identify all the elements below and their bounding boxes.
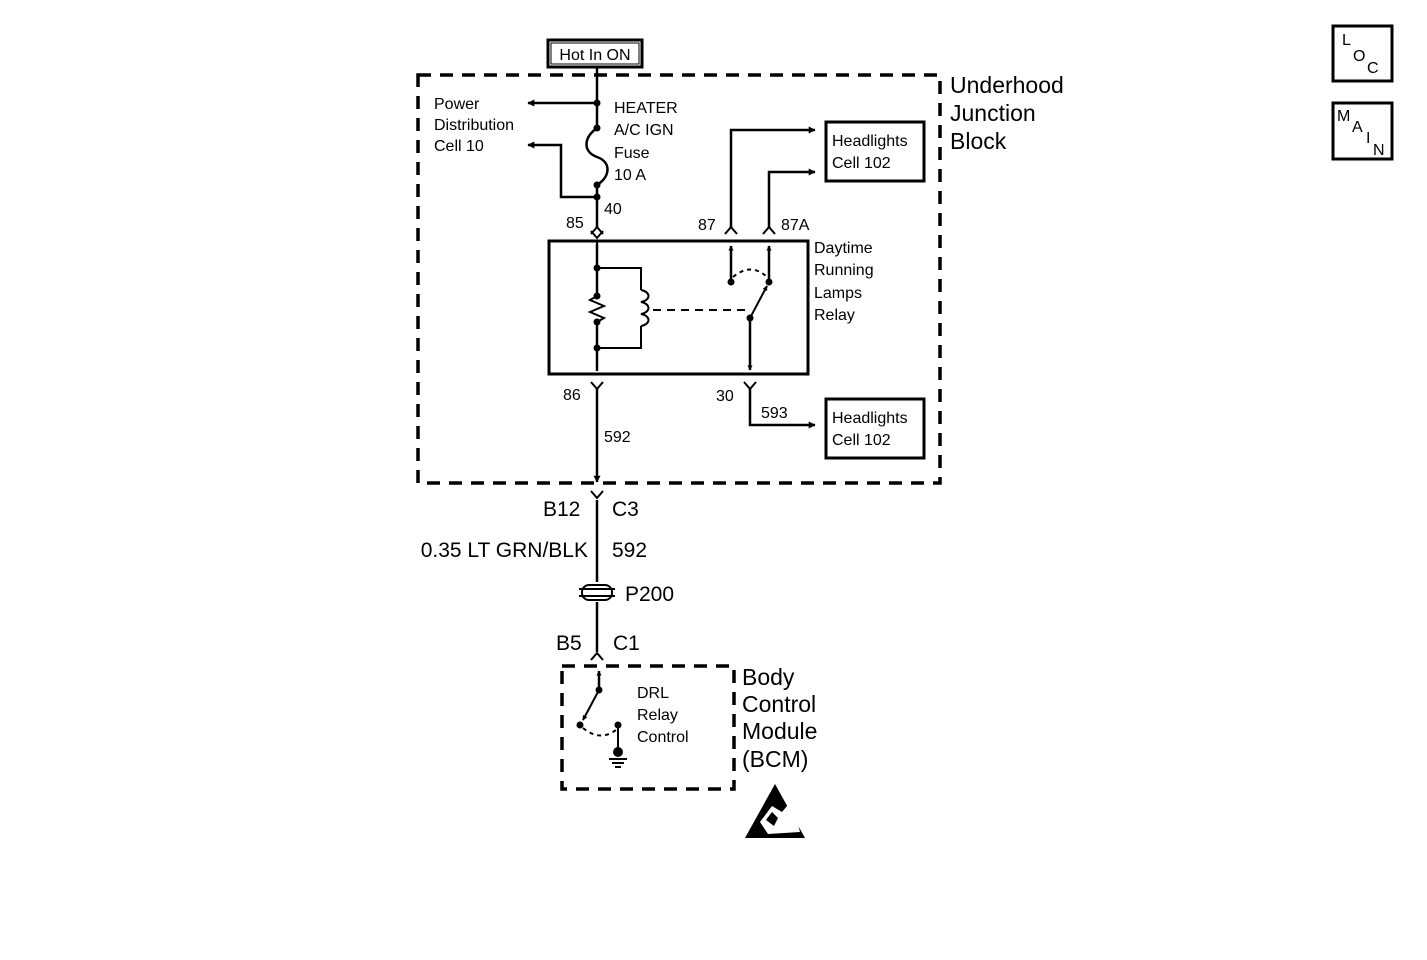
pin-86-label: 86 — [563, 387, 581, 404]
headlights-bottom-box: Headlights Cell 102 — [824, 397, 926, 460]
connector-upper-left: B12 — [543, 498, 580, 521]
bcm-border — [560, 664, 736, 791]
splice-label: P200 — [625, 583, 674, 606]
fuse-terminal-40: 40 — [604, 201, 622, 218]
headlight-feed-wire-bottom — [748, 389, 816, 429]
wire-spec-label: 0.35 LT GRN/BLK — [421, 539, 588, 562]
underhood-junction-block-border — [416, 73, 942, 485]
fuse-label: HEATER A/C IGN Fuse 10 A — [614, 100, 682, 184]
drl-relay-label: Daytime Running Lamps Relay — [814, 240, 878, 324]
connector-c3-symbol — [590, 490, 604, 500]
headlight-feed-wires-top — [729, 126, 816, 228]
svg-text:Headlights Cell 102: Headlights Cell 102 — [832, 410, 912, 449]
circuit-593-label: 593 — [761, 405, 788, 422]
power-distribution-branches — [527, 99, 597, 199]
drl-relay-control-label: DRL Relay Control — [637, 685, 689, 746]
main-icon[interactable]: M A I N — [1331, 101, 1394, 161]
power-distribution-label: Power Distribution Cell 10 — [434, 96, 518, 155]
pin-87a-label: 87A — [781, 217, 810, 234]
svg-text:M A I N: M A I N — [1337, 108, 1385, 159]
svg-text:L O C: L O C — [1342, 32, 1379, 77]
splice-p200-symbol — [579, 584, 615, 601]
bcm-title: Body Control Module (BCM) — [742, 664, 824, 772]
relay-pin-connectors — [590, 225, 776, 391]
connector-c1-symbol — [590, 651, 604, 661]
power-source-box: Hot In ON — [546, 38, 644, 69]
connector-lower-left: B5 — [556, 632, 582, 655]
headlights-top-box: Headlights Cell 102 — [824, 120, 926, 183]
svg-text:Headlights Cell 102: Headlights Cell 102 — [832, 133, 912, 172]
junction-block-title: Underhood Junction Block — [950, 72, 1070, 154]
circuit-592-inner-label: 592 — [604, 429, 631, 446]
connector-lower-right: C1 — [613, 632, 640, 655]
wire-circuit-label: 592 — [612, 539, 647, 562]
connector-upper-right: C3 — [612, 498, 639, 521]
esd-warning-icon — [745, 784, 805, 838]
pin-85-label: 85 — [566, 215, 584, 232]
drl-relay-box — [547, 239, 810, 376]
fuse-feed-wire — [585, 67, 609, 228]
relay-contacts — [727, 245, 773, 371]
drl-relay-control-switch — [576, 670, 622, 748]
ground-symbol-icon — [609, 747, 627, 768]
power-source-label: Hot In ON — [559, 47, 630, 64]
pin-30-label: 30 — [716, 388, 734, 405]
relay-coil — [587, 239, 748, 371]
loc-icon[interactable]: L O C — [1331, 24, 1394, 83]
pin-87-label: 87 — [698, 217, 716, 234]
